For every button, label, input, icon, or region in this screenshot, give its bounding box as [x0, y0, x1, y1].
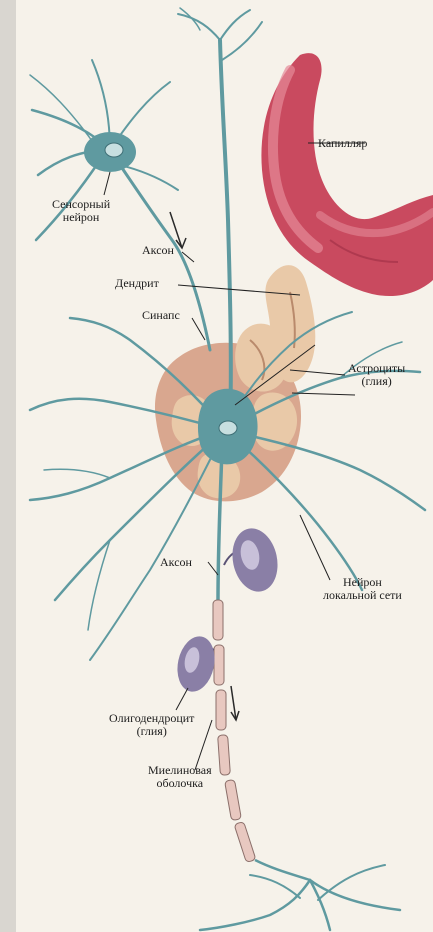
label-axon-upper: Аксон	[142, 244, 174, 257]
label-oligodendrocyte-line2: (глия)	[109, 725, 194, 738]
astrocytes	[155, 265, 315, 501]
label-sensory-neuron-line2: нейрон	[52, 211, 110, 224]
oligodendrocyte-upper	[224, 524, 283, 596]
label-astrocytes-line2: (глия)	[348, 375, 405, 388]
label-synapse: Синапс	[142, 309, 180, 322]
label-astrocytes: Астроциты (глия)	[348, 362, 405, 388]
label-sensory-neuron: Сенсорный нейрон	[52, 198, 110, 224]
label-local-neuron-line2: локальной сети	[323, 589, 402, 602]
local-neuron-body	[198, 389, 258, 465]
oligodendrocyte-lower	[173, 633, 220, 695]
label-dendrite: Дендрит	[115, 277, 159, 290]
label-myelin-line2: оболочка	[148, 777, 212, 790]
label-local-neuron: Нейрон локальной сети	[323, 576, 402, 602]
myelin-sheath	[213, 600, 256, 863]
label-axon-lower: Аксон	[160, 556, 192, 569]
capillary	[261, 53, 433, 296]
sensory-neuron-body	[84, 132, 136, 172]
label-myelin-sheath: Миелиновая оболочка	[148, 764, 212, 790]
label-oligodendrocyte: Олигодендроцит (глия)	[109, 712, 194, 738]
label-capillary: Капилляр	[318, 137, 367, 150]
